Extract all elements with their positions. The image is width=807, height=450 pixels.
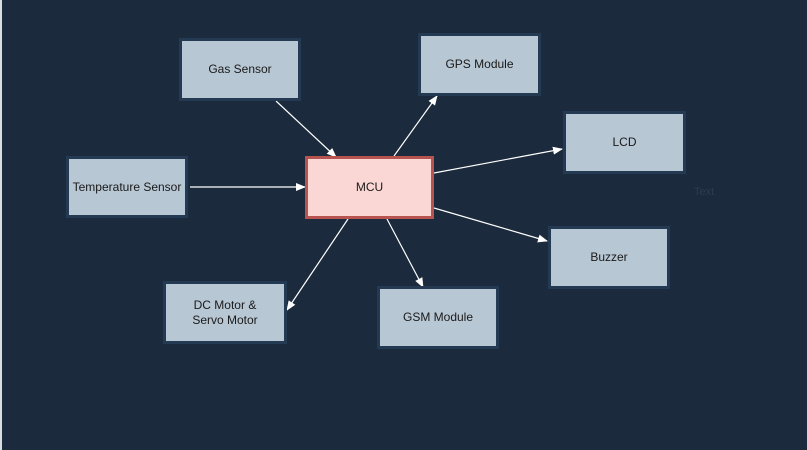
arrow-mcu-to-gps — [393, 95, 438, 157]
arrow-gas-to-mcu — [275, 100, 337, 158]
node-mcu-label: MCU — [355, 180, 384, 194]
arrow-mcu-to-buzzer — [433, 207, 548, 243]
node-gsm-module[interactable]: GSM Module — [377, 286, 499, 349]
node-lcd[interactable]: LCD — [563, 111, 686, 174]
node-dc-servo-motor[interactable]: DC Motor & Servo Motor — [163, 281, 287, 344]
arrow-mcu-to-gsm — [386, 218, 424, 288]
node-lcd-label: LCD — [612, 135, 637, 149]
node-mcu[interactable]: MCU — [305, 156, 434, 219]
node-gps-module[interactable]: GPS Module — [418, 33, 541, 96]
canvas-left-border — [0, 0, 2, 450]
node-temperature-sensor[interactable]: Temperature Sensor — [66, 156, 188, 218]
node-servo-motor-line2: Servo Motor — [192, 312, 258, 327]
node-gas-sensor-label: Gas Sensor — [208, 62, 272, 76]
node-dc-motor-line1: DC Motor & — [193, 297, 257, 312]
node-temperature-sensor-label: Temperature Sensor — [72, 179, 182, 194]
node-gas-sensor[interactable]: Gas Sensor — [179, 38, 301, 101]
free-text-label[interactable]: Text — [694, 186, 715, 198]
node-buzzer[interactable]: Buzzer — [548, 226, 670, 289]
arrow-mcu-to-motor — [286, 218, 349, 311]
node-gps-module-label: GPS Module — [445, 57, 514, 71]
arrow-mcu-to-lcd — [433, 146, 563, 174]
node-gsm-module-label: GSM Module — [402, 310, 474, 324]
node-dc-servo-motor-label: DC Motor & Servo Motor — [192, 298, 257, 328]
node-buzzer-label: Buzzer — [590, 250, 628, 264]
